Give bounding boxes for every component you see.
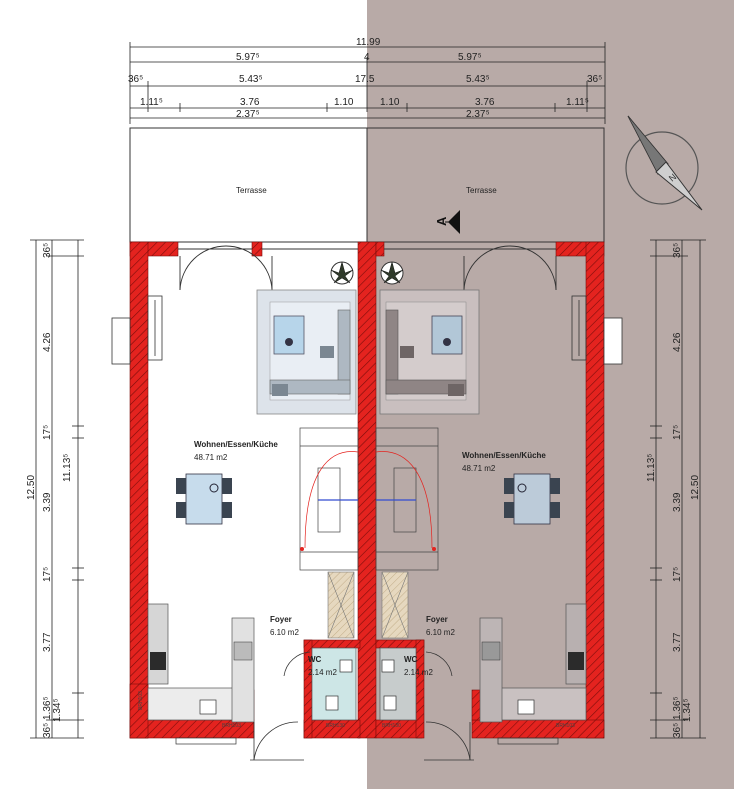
dim-top-row2-a: 36⁵: [128, 74, 143, 85]
window-label-right-bottom: BRH103: [556, 723, 575, 729]
dim-top-row2-e: 36⁵: [587, 74, 602, 85]
living-right-name: Wohnen/Essen/Küche: [462, 451, 546, 460]
dim-top-row3-f: 1.11⁵: [566, 97, 589, 108]
dim-top-row1-mid: 4: [364, 52, 370, 63]
dim-top-row1-left: 5.97⁵: [236, 52, 260, 63]
storage-left: [327, 571, 355, 639]
wc-left-area: 2.14 m2: [308, 668, 337, 677]
dim-left-outer: 12.50: [26, 475, 37, 500]
dining-table-right: [504, 473, 560, 525]
window-label-wc-right: BRH130: [382, 723, 401, 729]
living-right-area: 48.71 m2: [462, 464, 496, 473]
dim-top-row3-d: 1.10: [380, 97, 400, 108]
dim-right-seg-8: 36⁵: [672, 723, 683, 738]
wc-left: [283, 647, 357, 721]
foyer-right-name: Foyer: [426, 615, 448, 624]
dim-right-seg-1: 36⁵: [672, 243, 683, 258]
living-left-name: Wohnen/Essen/Küche: [194, 440, 278, 449]
dim-top-row2-b: 5.43⁵: [239, 74, 263, 85]
dim-right-seg-6: 3.77: [672, 632, 683, 652]
storage-right: [381, 571, 409, 639]
dim-right-outer: 12.50: [690, 475, 701, 500]
entrance-door-left: [250, 721, 304, 761]
dim-top-row1-right: 5.97⁵: [458, 52, 482, 63]
sofa-set-right: [379, 289, 480, 415]
dim-left-seg-1: 36⁵: [42, 243, 53, 258]
section-marker-label: A: [434, 216, 449, 226]
dim-left-seg-6: 3.77: [42, 632, 53, 652]
terrace-door-right: [384, 245, 557, 291]
dim-left-seg-3: 17⁵: [42, 425, 53, 440]
svg-text:N: N: [667, 172, 678, 184]
terrace-left-label: Terrasse: [236, 186, 267, 195]
kitchen-right: [479, 603, 587, 723]
dim-right-seg-4: 3.39: [672, 492, 683, 512]
wc-right-area: 2.14 m2: [404, 668, 433, 677]
dim-top-row3-e: 3.76: [475, 97, 495, 108]
dim-right-seg-3: 17⁵: [672, 425, 683, 440]
dim-top-row4-right: 2.37⁵: [466, 109, 490, 120]
living-left-area: 48.71 m2: [194, 453, 228, 462]
section-marker: A: [434, 210, 460, 234]
terrace-door-left: [178, 245, 358, 291]
plant-icon: [330, 261, 354, 285]
wc-left-name: WC: [308, 655, 322, 664]
dim-right-inner: 11.13⁵: [646, 454, 657, 482]
terrace-right: [366, 127, 605, 243]
dim-total-width: 11.99: [356, 37, 381, 48]
wc-right: [379, 647, 453, 721]
dim-right-small: 1.34⁵: [682, 698, 693, 722]
dim-top-row4-left: 2.37⁵: [236, 109, 260, 120]
stair-left: [299, 427, 359, 571]
dim-top-row3-c: 1.10: [334, 97, 354, 108]
compass-icon: N: [625, 115, 703, 211]
window-label-left-bottom: BRH103: [222, 723, 241, 729]
wc-right-name: WC: [404, 655, 418, 664]
dim-right-seg-5: 17⁵: [672, 567, 683, 582]
window-sill-right: [497, 737, 559, 745]
window-label-left-kitchen: BRH103: [138, 691, 144, 710]
top-dimensions: [129, 42, 606, 124]
terrace-right-label: Terrasse: [466, 186, 497, 195]
plant-icon: [380, 261, 404, 285]
entrance-door-right: [424, 721, 474, 761]
dim-top-row3-b: 3.76: [240, 97, 260, 108]
dim-left-seg-2: 4.26: [42, 332, 53, 352]
kitchen-left: [147, 603, 255, 723]
foyer-left-name: Foyer: [270, 615, 292, 624]
walls: [129, 241, 605, 739]
window-label-wc-left: BRH130: [326, 723, 345, 729]
dim-left-inner: 11.13⁵: [62, 454, 73, 482]
terrace-left: [129, 127, 368, 243]
dim-left-seg-4: 3.39: [42, 492, 53, 512]
left-dimensions: [30, 239, 84, 739]
right-dimensions: [650, 239, 706, 739]
dim-left-seg-5: 17⁵: [42, 567, 53, 582]
dim-left-seg-8: 36⁵: [42, 723, 53, 738]
side-window-right: [571, 295, 623, 365]
dim-top-row2-c: 17.5: [355, 74, 375, 85]
stair-right: [375, 427, 439, 571]
dim-right-seg-2: 4.26: [672, 332, 683, 352]
sofa-set-left: [256, 289, 357, 415]
side-window-left: [111, 295, 163, 365]
window-sill-left: [175, 737, 237, 745]
dim-left-small: 1.34⁵: [52, 698, 63, 722]
dim-top-row2-d: 5.43⁵: [466, 74, 490, 85]
foyer-right-area: 6.10 m2: [426, 628, 455, 637]
dim-right-seg-7: 1.36⁵: [672, 696, 683, 720]
dining-table-left: [176, 473, 232, 525]
dim-top-row3-a: 1.11⁵: [140, 97, 163, 108]
foyer-left-area: 6.10 m2: [270, 628, 299, 637]
dim-left-seg-7: 1.36⁵: [42, 696, 53, 720]
